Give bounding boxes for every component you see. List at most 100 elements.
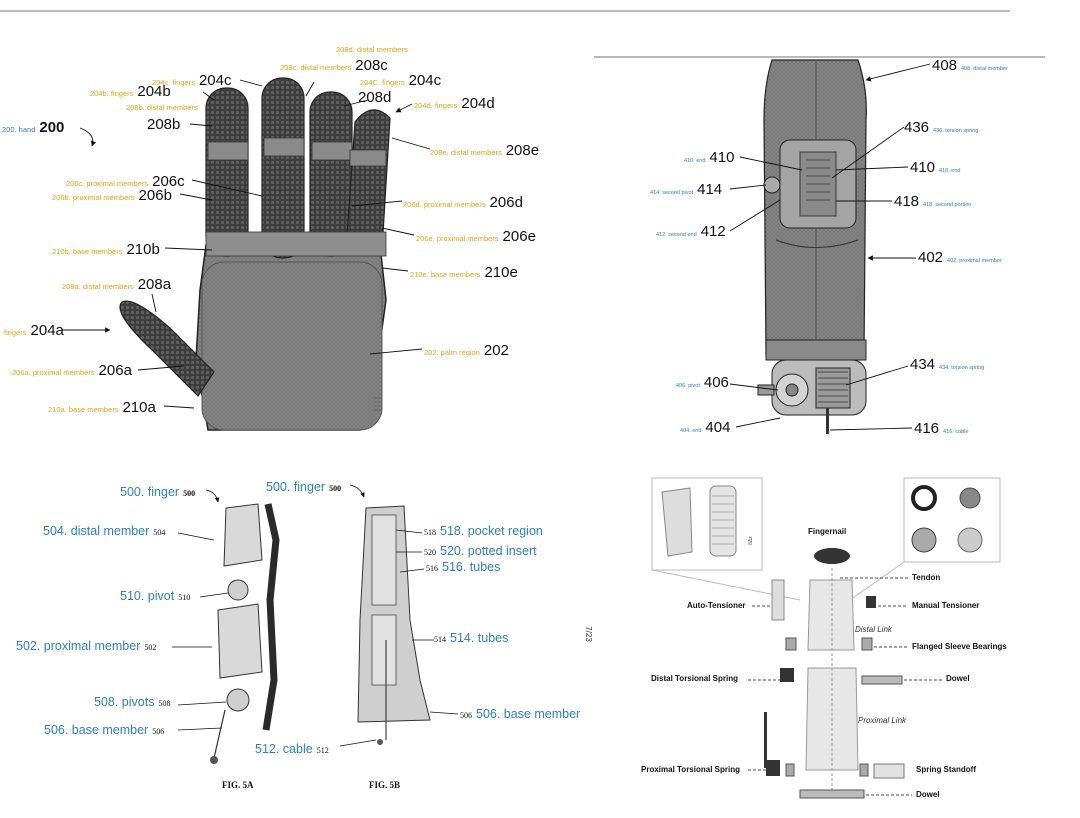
hand-ref-number: 208a	[137, 276, 172, 293]
fig5-ref-number: 520	[424, 548, 436, 557]
fig5b-drawing	[357, 505, 431, 745]
section-desc: 434. torsion spring	[939, 365, 985, 371]
hand-desc: 210e. base members	[410, 270, 481, 279]
fig5-desc: 500. finger	[266, 480, 326, 494]
exploded-label-dowel1: Dowel	[946, 674, 970, 683]
fig5-ref-number: 504	[153, 528, 166, 537]
hand-label-208b-t: 208b. distal members	[126, 104, 198, 112]
section-leaders	[729, 63, 931, 431]
fig5-desc: 510. pivot	[120, 589, 175, 603]
inset-note: 8Δz	[747, 536, 754, 545]
fig5-ref-number: 506	[152, 727, 165, 736]
section-ref-number: 416	[914, 420, 940, 437]
hand-ref-number: 208b	[147, 116, 181, 133]
fig-5b-caption: FIG. 5B	[369, 780, 401, 790]
hand-desc: 204b. fingers	[90, 89, 134, 98]
section-ref-number: 414	[697, 181, 723, 198]
hand-leaders	[62, 79, 431, 409]
fig5-label-520: 520 520. potted insert	[424, 545, 537, 558]
hand-desc: 204c. fingers	[152, 78, 195, 87]
hand-desc: 210b. base members	[52, 247, 123, 256]
fig5-desc: 502. proximal member	[16, 639, 141, 653]
hand-desc: 208a. distal members	[62, 282, 134, 291]
hand-desc: 204d. fingers	[414, 101, 458, 110]
fig5-leaders	[172, 484, 459, 747]
fig5-desc: 514. tubes	[450, 631, 509, 645]
hand-label-208d: 208d	[358, 90, 391, 105]
hand-ref-number: 208c	[355, 57, 388, 74]
fig5-desc: 506. base member	[476, 707, 581, 721]
fig5-label-506b: 506 506. base member	[460, 708, 580, 721]
section-ref-number: 404	[705, 419, 731, 436]
section-desc: 436. torsion spring	[933, 128, 979, 134]
fig5-ref-number: 516	[426, 564, 438, 573]
hand-desc: 206a. proximal members	[12, 368, 95, 377]
hand-ref-number: 210a	[122, 399, 156, 416]
exploded-label-dowel2: Dowel	[916, 790, 940, 799]
hand-ref-number: 206e	[502, 228, 536, 245]
exploded-label-bearings: Flanged Sleeve Bearings	[912, 642, 1007, 651]
section-ref-number: 434	[910, 356, 936, 373]
fig5-desc: 506. base member	[44, 723, 149, 737]
fig5-ref-number: 502	[144, 643, 157, 652]
hand-ref-number: 204c	[408, 72, 442, 89]
exploded-label-tendon: Tendon	[912, 573, 941, 582]
fig5-ref-number: 508	[158, 699, 171, 708]
fig5-ref-number: 500	[329, 484, 342, 493]
hand-desc: fingers	[4, 328, 27, 337]
hand-ref-number: 202	[483, 342, 509, 359]
hand-ref-number: 206c	[152, 173, 185, 190]
hand-ref-number: 204d	[461, 95, 495, 112]
section-ref-number: 410	[910, 159, 936, 176]
fig5-desc: 512. cable	[255, 742, 313, 756]
section-ref-number: 436	[904, 119, 930, 136]
section-desc: 406. pivot	[676, 383, 700, 389]
section-ref-number: 402	[918, 249, 944, 266]
section-desc: 412. second end	[656, 232, 697, 238]
fig5-desc: 520. potted insert	[440, 544, 537, 558]
section-desc: 416. cable	[943, 429, 969, 435]
exploded-label-prox-spring: Proximal Torsional Spring	[641, 765, 740, 774]
hand-ref-number: 204a	[30, 322, 64, 339]
section-ref-number: 412	[700, 223, 726, 240]
exploded-label-manual: Manual Tensioner	[912, 601, 980, 610]
hand-desc: 208b. distal members	[126, 103, 198, 112]
hand-ref-number: 206a	[98, 362, 132, 379]
section-desc: 408. distal member	[961, 66, 1008, 72]
fig5-ref-number: 514	[434, 635, 446, 644]
section-ref-number: 408	[932, 57, 958, 74]
exploded-drawing	[651, 477, 1001, 799]
fig5-ref-number: 506	[460, 711, 472, 720]
section-ref-number: 418	[894, 193, 920, 210]
fig5-desc: 500. finger	[120, 485, 180, 499]
section-desc: 418. second portion	[923, 202, 972, 208]
hand-desc: 206b. proximal members	[52, 193, 135, 202]
exploded-label-prox-link: Proximal Link	[858, 716, 907, 725]
hand-ref-number: 208e	[505, 142, 540, 159]
fig5a-drawing	[210, 503, 280, 764]
